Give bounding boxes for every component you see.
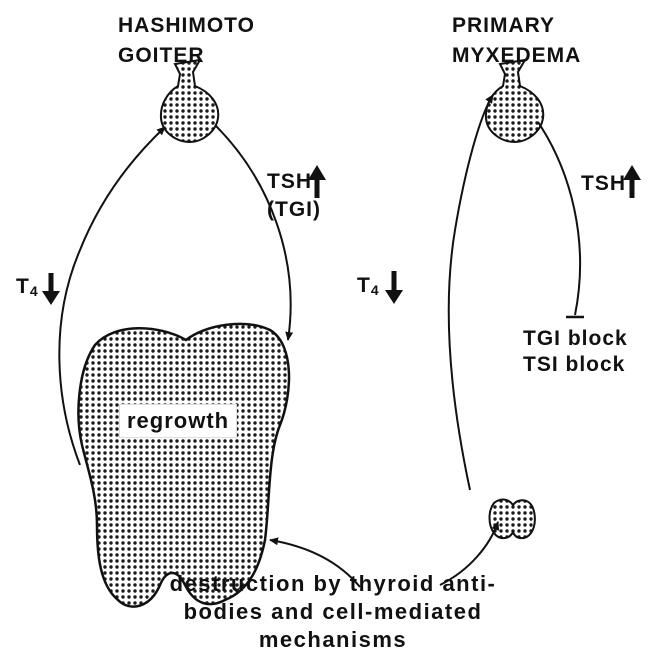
- right-t4-label: T4: [357, 274, 380, 298]
- tgi-block-label: TGI block: [523, 327, 628, 351]
- left-tsh-label: TSH: [267, 170, 312, 194]
- left-t4-sub: 4: [30, 283, 39, 299]
- left-t4-label: T4: [16, 275, 39, 299]
- right-t4-down-arrow-icon: [385, 271, 403, 304]
- tsi-block-label: TSI block: [523, 353, 625, 377]
- pituitary-right-icon: [486, 60, 543, 142]
- right-title-line2: MYXEDEMA: [452, 40, 581, 71]
- right-t4-arrow: [449, 95, 493, 490]
- left-tsh-arrow: [215, 125, 291, 340]
- left-title-line2: GOITER: [118, 40, 205, 71]
- right-t4-base: T: [357, 274, 371, 297]
- right-t4-sub: 4: [371, 282, 380, 298]
- right-tsh-arrow: [538, 122, 580, 315]
- right-tsh-label: TSH: [581, 172, 626, 196]
- right-title-line1: PRIMARY: [452, 10, 555, 41]
- left-t4-down-arrow-icon: [42, 273, 60, 305]
- caption-line1: destruction by thyroid anti-: [0, 570, 666, 598]
- pituitary-left-icon: [161, 60, 218, 142]
- left-t4-base: T: [16, 275, 30, 298]
- caption-line3: mechanisms: [0, 626, 666, 654]
- left-title-line1: HASHIMOTO: [118, 10, 255, 41]
- goiter-thyroid-icon: [78, 324, 289, 607]
- atrophic-thyroid-icon: [490, 499, 535, 538]
- caption-line2: bodies and cell-mediated: [0, 598, 666, 626]
- regrowth-label: regrowth: [119, 404, 237, 438]
- left-tgi-label: (TGI): [267, 198, 321, 222]
